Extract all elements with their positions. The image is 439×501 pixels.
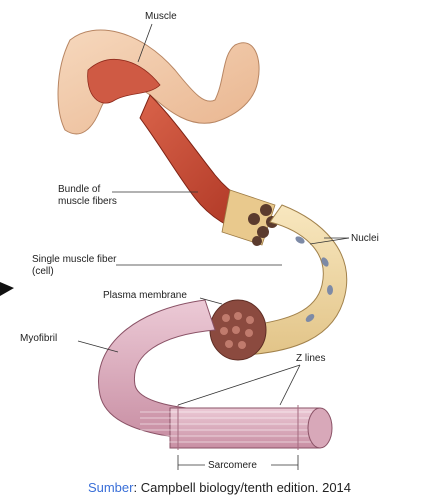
label-myofibril: Myofibril: [20, 333, 57, 344]
myofibril-cross-section: [210, 300, 266, 360]
label-z-lines: Z lines: [296, 353, 325, 364]
label-single-fiber-line1: Single muscle fiber: [32, 254, 117, 265]
label-bundle-line1: Bundle of: [58, 184, 100, 195]
label-sarcomere: Sarcomere: [208, 460, 257, 471]
caption-text: : Campbell biology/tenth edition. 2014: [133, 480, 351, 495]
label-nuclei: Nuclei: [351, 233, 379, 244]
label-muscle: Muscle: [145, 11, 177, 22]
caption-source-word: Sumber: [88, 480, 134, 495]
label-bundle-line2: muscle fibers: [58, 196, 117, 207]
label-single-fiber-line2: (cell): [32, 266, 54, 277]
bundle-of-muscle-fibers: [222, 190, 278, 246]
label-plasma-membrane: Plasma membrane: [103, 290, 187, 301]
source-caption: Sumber: Campbell biology/tenth edition. …: [0, 480, 439, 495]
arrow-marker-icon: [0, 282, 14, 296]
